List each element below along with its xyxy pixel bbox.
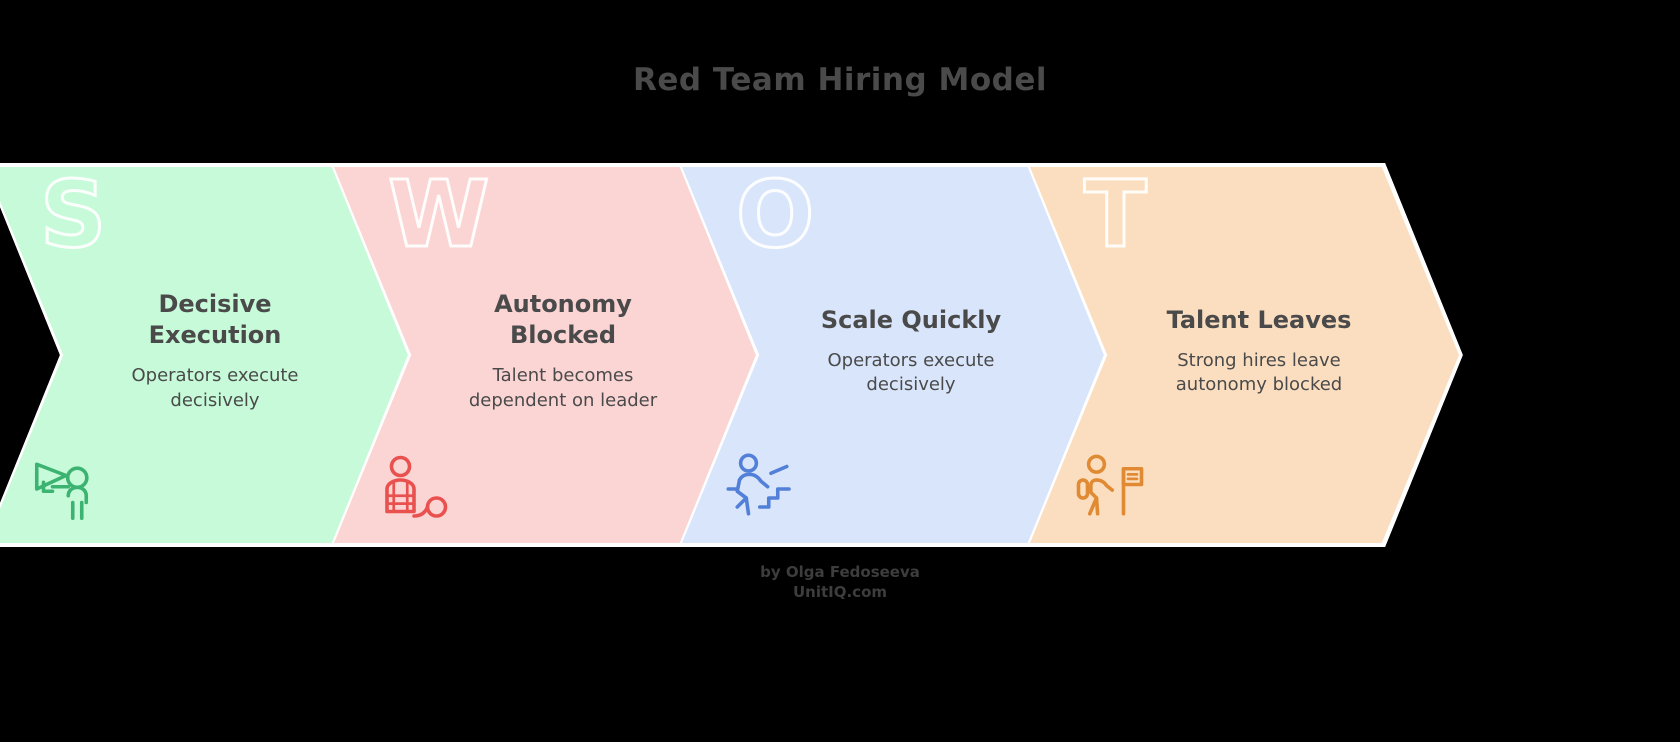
watermark-letter-o: O	[734, 163, 815, 268]
panel-heading-line1: Decisive	[158, 290, 272, 318]
panel-text-block: Autonomy Blocked Talent becomes dependen…	[418, 289, 708, 413]
panel-body-line1: Strong hires leave	[1177, 350, 1341, 372]
panel-heading-line1: Scale Quickly	[820, 306, 1002, 334]
panel-body-line2: autonomy blocked	[1175, 374, 1343, 396]
watermark-letter-w: W	[386, 163, 490, 268]
panel-body-line2: decisively	[170, 389, 260, 411]
panel-heading-line1: Talent Leaves	[1166, 306, 1352, 334]
chevron-panel-strengths[interactable]: S Decisive Execution Operators execute d…	[0, 163, 419, 547]
panel-body-line1: Operators execute	[827, 350, 995, 372]
credit-line-author: by Olga Fedoseeva	[760, 563, 920, 581]
panel-heading: Autonomy Blocked	[418, 289, 708, 351]
panel-body: Talent becomes dependent on leader	[418, 364, 708, 413]
watermark-letter-t: T	[1083, 163, 1149, 268]
person-walking-away-with-sign-icon	[1076, 454, 1144, 516]
panel-heading-line2: Execution	[148, 321, 282, 350]
credit-line-site: UnitIQ.com	[792, 583, 888, 602]
panel-body-line2: dependent on leader	[468, 389, 658, 411]
panel-heading-line2: Blocked	[509, 321, 616, 350]
credit-footer: by Olga Fedoseeva UnitIQ.com	[0, 562, 1680, 603]
panel-body: Strong hires leave autonomy blocked	[1114, 349, 1404, 398]
panel-body-line2: decisively	[866, 374, 956, 396]
panel-body: Operators execute decisively	[70, 364, 360, 413]
panel-text-block: Talent Leaves Strong hires leave autonom…	[1114, 305, 1404, 398]
chevron-process-row: S Decisive Execution Operators execute d…	[0, 163, 1680, 547]
panel-body: Operators execute decisively	[766, 349, 1056, 398]
panel-heading: Scale Quickly	[766, 305, 1056, 336]
watermark-letter-s: S	[38, 163, 107, 268]
panel-heading: Talent Leaves	[1114, 305, 1404, 336]
panel-body-line1: Talent becomes	[492, 365, 634, 387]
person-trapped-in-net-icon	[385, 455, 448, 518]
panel-heading-line1: Autonomy	[494, 290, 632, 318]
page-title: Red Team Hiring Model	[633, 62, 1047, 98]
panel-body-line1: Operators execute	[131, 365, 299, 387]
panel-text-block: Decisive Execution Operators execute dec…	[70, 289, 360, 413]
panel-text-block: Scale Quickly Operators execute decisive…	[766, 305, 1056, 398]
person-with-megaphone-icon	[34, 462, 89, 521]
panel-heading: Decisive Execution	[70, 289, 360, 351]
person-climbing-stairs-icon	[726, 453, 791, 516]
